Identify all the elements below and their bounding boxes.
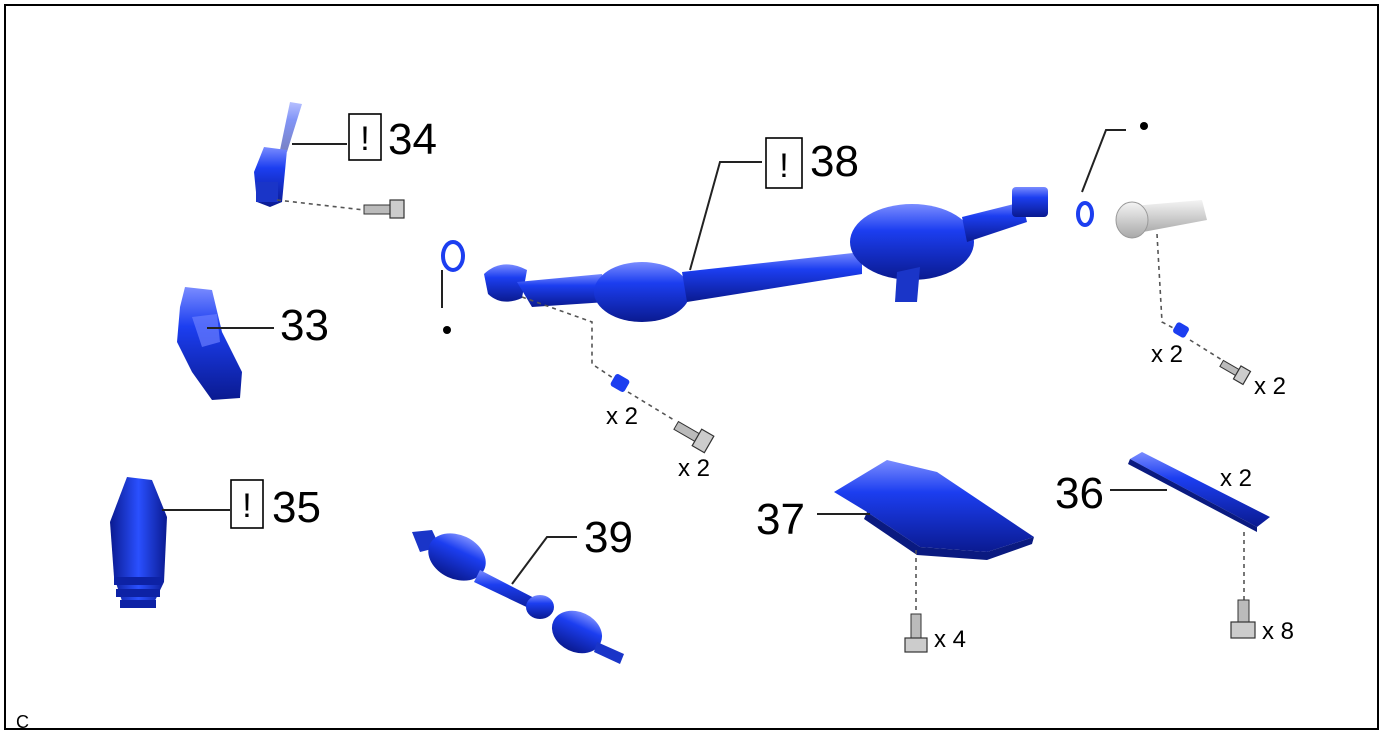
attention-box-34: ! [348,113,382,161]
qty-37-bolts: x 4 [934,626,966,653]
qty-front-nut: x 2 [606,403,638,430]
gasket-rear-icon [1076,201,1094,227]
dashed-front-bolt [627,391,675,421]
attention-icon-34: ! [360,120,369,158]
gasket-rear-dot [1140,122,1148,130]
rear-nut-icon [1173,322,1189,338]
part-number-39: 39 [584,513,633,562]
gasket-front-dot [443,326,451,334]
part-number-35: 35 [272,483,321,532]
part-number-37: 37 [756,495,805,544]
part-37-heat-insulator [834,460,1034,560]
gasket-rear-leader [1081,129,1126,193]
figure-code: C [16,712,29,730]
attention-icon-35: ! [242,487,251,525]
part-number-38: 38 [810,137,859,186]
front-nut-icon [610,374,630,392]
part-33-cover [177,287,242,400]
tail-pipe-reference [1115,200,1207,239]
attention-box-35: ! [230,479,264,529]
part-34-intermediate-shaft [254,102,302,207]
dashed-rear-bolt [1189,339,1223,361]
qty-rear-nut: x 2 [1151,341,1183,368]
front-bolt-icon [673,420,715,454]
qty-rear-bolt: x 2 [1254,373,1286,400]
part-number-34: 34 [388,115,437,164]
part-number-36: 36 [1055,469,1104,518]
dashed-front-nut [521,296,617,381]
diagram-frame: ! 34 33 ! 35 ! 38 x 2 [4,4,1379,730]
leader-39 [511,536,577,585]
rear-bolt-icon [1219,359,1252,386]
dashed-rear-nut [1156,233,1178,331]
gasket-front-icon [441,240,465,272]
part-39-drive-shaft [412,530,624,664]
qty-36-count: x 2 [1220,465,1252,492]
attention-icon-38: ! [779,147,788,185]
bolt-37-icon [904,613,928,653]
exploded-view-diagram: ! 34 33 ! 35 ! 38 x 2 [16,102,1294,730]
bolt-34-icon [363,199,405,219]
dashed-34 [276,199,365,211]
part-number-33: 33 [280,301,329,350]
qty-front-bolt: x 2 [678,455,710,482]
attention-box-38: ! [765,137,803,189]
part-38-front-exhaust-pipe [484,187,1048,322]
part-35-boot [110,477,167,608]
part-36-brace [1128,452,1270,532]
bolt-36-icon [1230,599,1256,639]
qty-36-bolts: x 8 [1262,618,1294,645]
leader-38 [689,161,762,271]
